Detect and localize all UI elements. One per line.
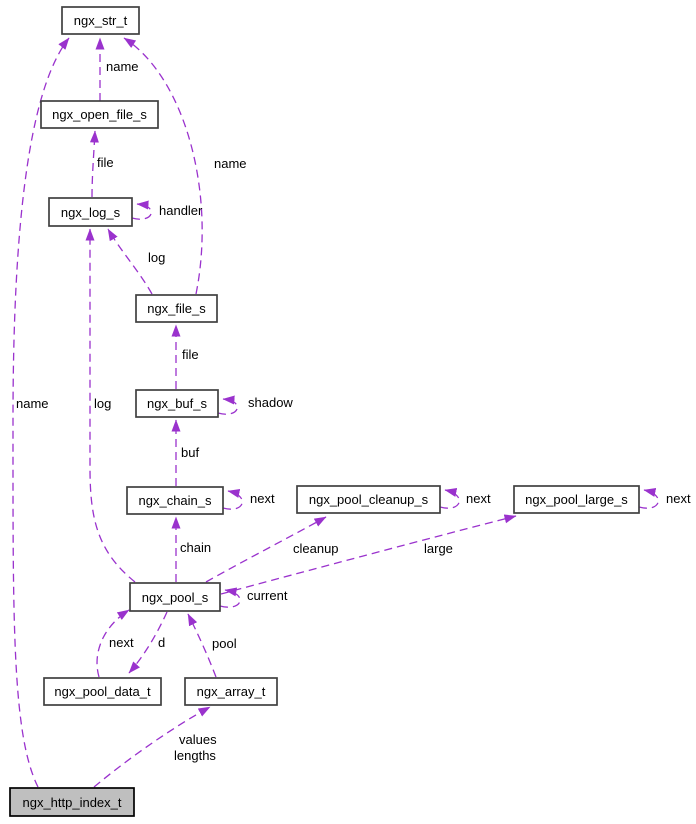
node-label-ngx-http-index-t: ngx_http_index_t (22, 795, 121, 810)
edge-chain-self-next (222, 489, 243, 510)
edge-label-values: values (179, 732, 217, 747)
node-ngx-pool-s[interactable]: ngx_pool_s (129, 582, 221, 612)
node-box-ngx-str-t[interactable] (61, 6, 140, 35)
edge-label-handler: handler (159, 203, 203, 218)
node-box-ngx-http-index-t[interactable] (9, 787, 135, 817)
node-label-ngx-array-t: ngx_array_t (197, 684, 266, 699)
node-box-ngx-array-t[interactable] (184, 677, 278, 706)
edge-label-shadow: shadow (248, 395, 293, 410)
edge-log-to-open-file-file (89, 130, 99, 198)
node-label-ngx-pool-cleanup-s: ngx_pool_cleanup_s (309, 492, 429, 507)
edge-label-log-pool: log (94, 396, 111, 411)
node-label-ngx-file-s: ngx_file_s (147, 301, 206, 316)
edge-label-next-cleanup: next (466, 491, 491, 506)
node-ngx-pool-large-s[interactable]: ngx_pool_large_s (513, 485, 640, 514)
edge-pool-to-large-large (220, 514, 517, 595)
edge-label-name-file: name (214, 156, 247, 171)
edge-label-name-http-index: name (16, 396, 49, 411)
node-label-ngx-pool-data-t: ngx_pool_data_t (54, 684, 151, 699)
node-box-ngx-pool-data-t[interactable] (43, 677, 162, 706)
node-ngx-log-s[interactable]: ngx_log_s (48, 197, 133, 227)
node-ngx-pool-data-t[interactable]: ngx_pool_data_t (43, 677, 162, 706)
node-ngx-array-t[interactable]: ngx_array_t (184, 677, 278, 706)
edge-label-file-buf: file (182, 347, 199, 362)
edge-pool-data-to-pool-next (96, 609, 130, 678)
node-box-ngx-pool-cleanup-s[interactable] (296, 485, 441, 514)
edge-http-index-to-array-values (93, 706, 211, 788)
edge-label-file-log: file (97, 155, 114, 170)
edge-label-next-pool-data: next (109, 635, 134, 650)
edge-label-d: d (158, 635, 165, 650)
node-ngx-open-file-s[interactable]: ngx_open_file_s (40, 100, 159, 129)
node-box-ngx-file-s[interactable] (135, 294, 218, 323)
edge-log-self-handler (131, 200, 152, 220)
edge-label-pool-array: pool (212, 636, 237, 651)
edge-pool-to-cleanup-cleanup (205, 516, 327, 583)
node-ngx-chain-s[interactable]: ngx_chain_s (126, 486, 224, 515)
node-ngx-pool-cleanup-s[interactable]: ngx_pool_cleanup_s (296, 485, 441, 514)
node-box-ngx-chain-s[interactable] (126, 486, 224, 515)
node-box-ngx-open-file-s[interactable] (40, 100, 159, 129)
edge-array-to-pool-pool (187, 613, 217, 678)
edge-label-lengths: lengths (174, 748, 216, 763)
node-label-ngx-pool-large-s: ngx_pool_large_s (525, 492, 628, 507)
edge-label-buf-chain: buf (181, 445, 199, 460)
edge-file-to-str-name (123, 37, 203, 295)
node-box-ngx-pool-s[interactable] (129, 582, 221, 612)
edge-buf-self-shadow (217, 395, 238, 415)
node-box-ngx-buf-s[interactable] (135, 389, 219, 418)
node-label-ngx-chain-s: ngx_chain_s (139, 493, 212, 508)
node-label-ngx-log-s: ngx_log_s (61, 205, 121, 220)
edge-file-to-log-log (107, 228, 153, 295)
node-box-ngx-pool-large-s[interactable] (513, 485, 640, 514)
edge-label-next-chain: next (250, 491, 275, 506)
edge-label-name-open-file: name (106, 59, 139, 74)
edge-pool-to-log-log (85, 228, 136, 583)
node-label-ngx-open-file-s: ngx_open_file_s (52, 107, 147, 122)
edge-http-index-to-str-name (12, 37, 70, 788)
node-label-ngx-str-t: ngx_str_t (74, 13, 128, 28)
node-ngx-buf-s[interactable]: ngx_buf_s (135, 389, 219, 418)
node-label-ngx-buf-s: ngx_buf_s (147, 396, 207, 411)
node-label-ngx-pool-s: ngx_pool_s (142, 590, 209, 605)
edge-pool-self-current (219, 587, 241, 608)
edge-label-next-large: next (666, 491, 691, 506)
node-ngx-http-index-t[interactable]: ngx_http_index_t (9, 787, 135, 817)
edge-label-current: current (247, 588, 288, 603)
node-box-ngx-log-s[interactable] (48, 197, 133, 227)
node-ngx-str-t[interactable]: ngx_str_t (61, 6, 140, 35)
edge-large-self-next (638, 488, 659, 509)
edge-cleanup-self-next (439, 488, 460, 509)
edges (12, 37, 659, 788)
edge-label-cleanup-pool: cleanup (293, 541, 339, 556)
edge-label-log-file: log (148, 250, 165, 265)
edge-label-chain-pool: chain (180, 540, 211, 555)
edge-label-large-pool: large (424, 541, 453, 556)
node-ngx-file-s[interactable]: ngx_file_s (135, 294, 218, 323)
edge-labels: name file name handler log file shadow l… (16, 59, 691, 763)
edge-pool-to-pool-data-d (128, 611, 168, 674)
